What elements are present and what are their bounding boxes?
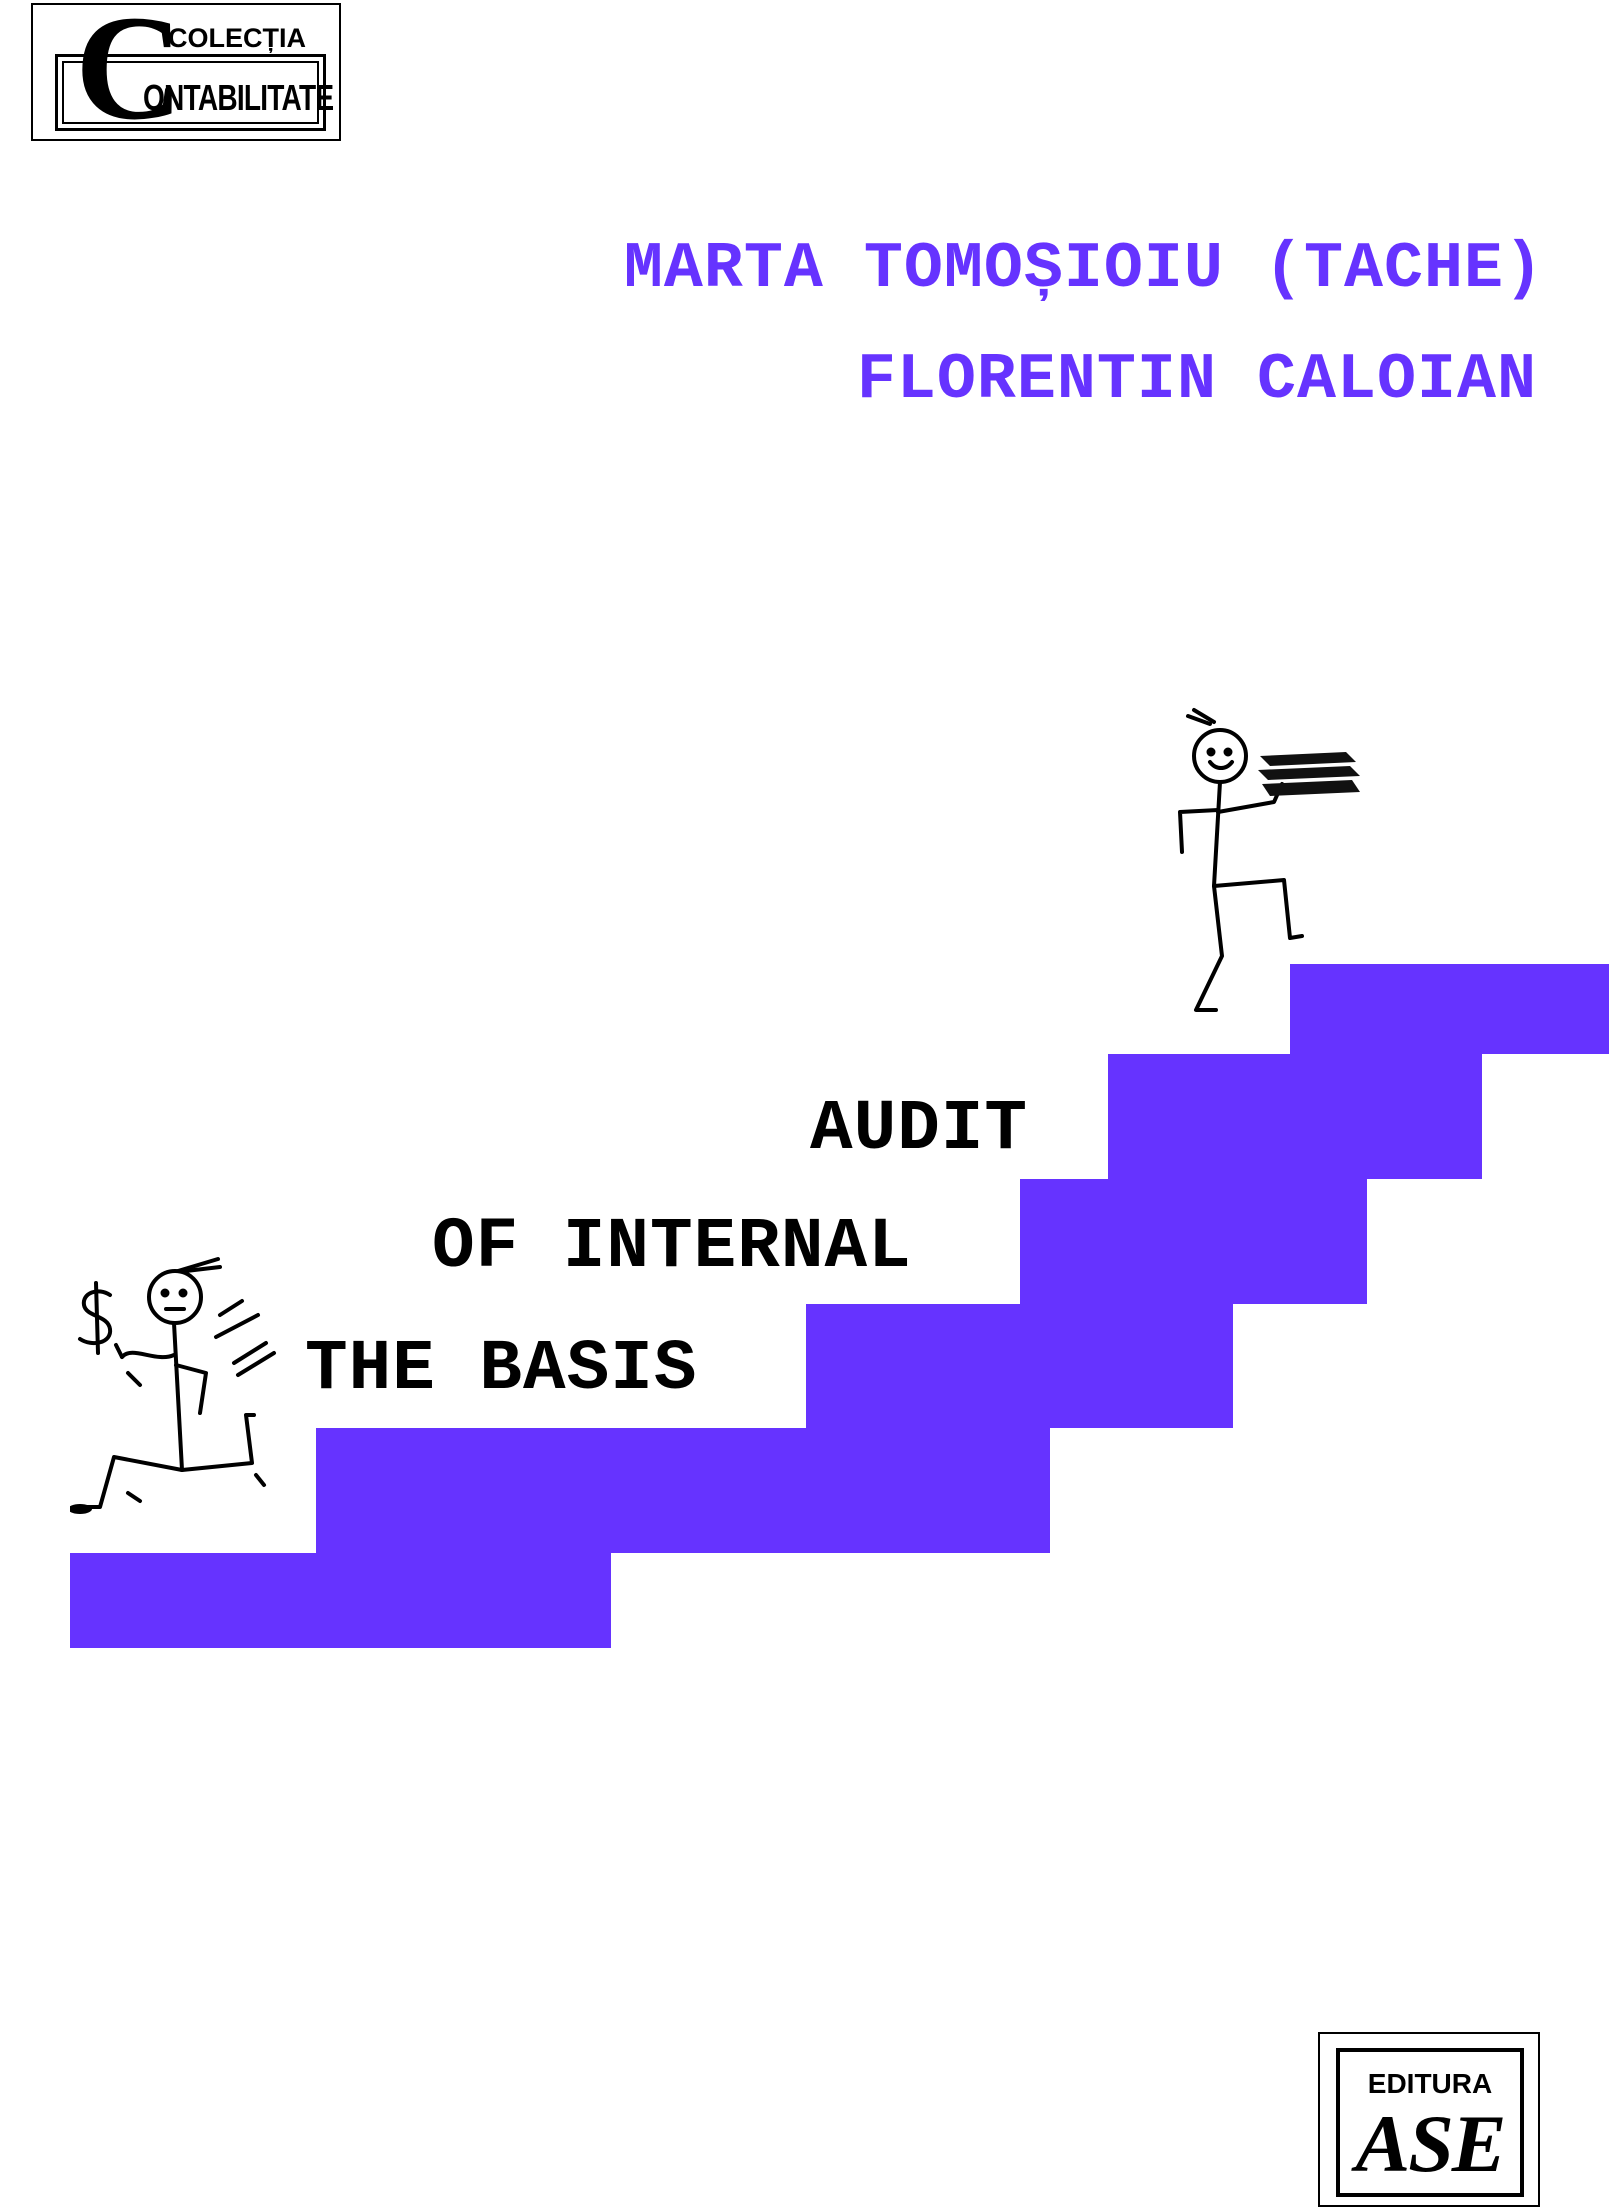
stair-step-6 (1290, 964, 1609, 1054)
author-1: MARTA TOMOȘIOIU (TACHE) (623, 232, 1544, 306)
series-logo-top-word: COLECȚIA (168, 23, 306, 53)
publisher-label: EDITURA (1367, 2068, 1493, 2099)
stair-step-1 (70, 1553, 611, 1648)
author-2: FLORENTIN CALOIAN (856, 343, 1537, 417)
publisher-logo: EDITURA ASE (1318, 2032, 1540, 2207)
stair-step-4 (1020, 1179, 1367, 1304)
stair-step-5 (1108, 1054, 1482, 1179)
series-logo: C COLECȚIA ONTABILITATE (31, 0, 341, 151)
stair-step-2 (316, 1428, 1050, 1553)
publisher-mark: ASE (1355, 2098, 1507, 2189)
title-line-2: OF INTERNAL (432, 1208, 912, 1288)
book-carrying-stick-figure-icon (1178, 708, 1360, 1012)
series-logo-frame-inner (62, 61, 319, 124)
publisher-logo-frame: EDITURA ASE (1336, 2048, 1524, 2197)
title-line-3: THE BASIS (305, 1330, 698, 1410)
stair-step-3 (806, 1304, 1233, 1428)
running-stick-figure-icon (70, 1257, 276, 1514)
series-logo-letter: C (75, 0, 183, 151)
series-logo-bottom-word: ONTABILITATE (143, 77, 334, 118)
title-line-1: AUDIT (810, 1090, 1029, 1170)
series-logo-frame (55, 54, 326, 131)
